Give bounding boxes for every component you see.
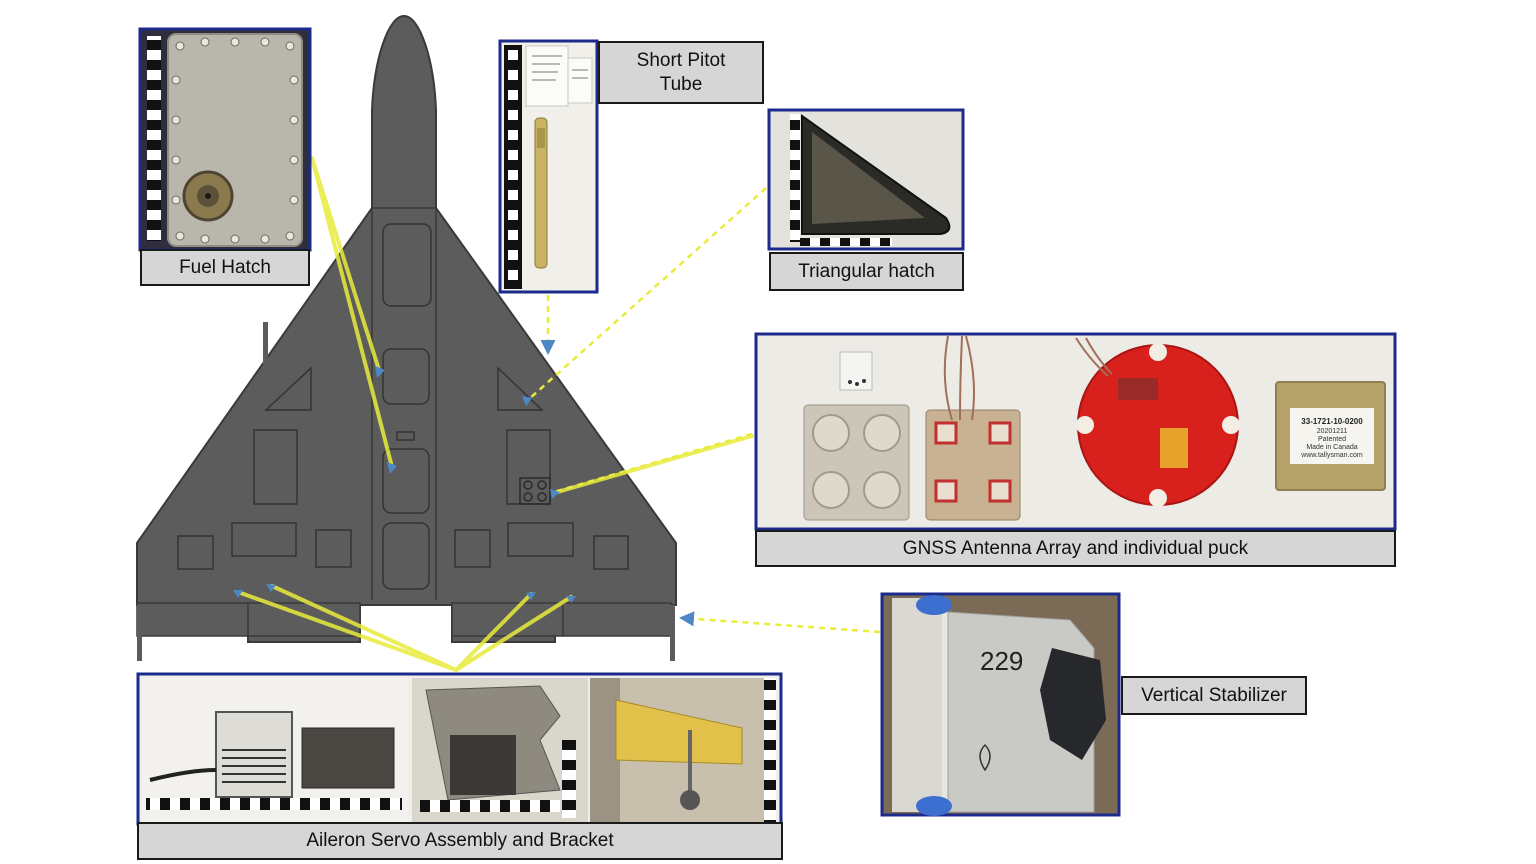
- winglet-right: [670, 605, 675, 661]
- gnss-tag-line1: 33-1721-10-0200: [1301, 417, 1363, 426]
- stabilizer-number: 229: [980, 646, 1023, 676]
- leader-aileron-2: [270, 584, 458, 672]
- gnss-tag-line5: www.tallysman.com: [1300, 452, 1363, 459]
- triangle-hatch-left: [264, 366, 312, 411]
- leader-fuel-hatch-b: [310, 156, 394, 469]
- gnss-tag-line3: Patented: [1318, 436, 1346, 443]
- aileron-right: [451, 602, 672, 637]
- leader-markers: [233, 366, 576, 603]
- label-aileron-servo: Aileron Servo Assembly and Bracket: [137, 822, 783, 860]
- antenna-mast: [263, 322, 268, 382]
- leader-aileron-4: [454, 595, 573, 672]
- hatch-center-small: [396, 431, 415, 441]
- leader-gnss: [552, 434, 754, 495]
- label-pitot-tube-line1: Short Pitot: [636, 49, 726, 71]
- gnss-position-marker: [519, 477, 551, 505]
- fuel-hatch-plate: [167, 33, 303, 247]
- panel-left-2: [231, 522, 297, 557]
- servo-body: [215, 711, 293, 798]
- panel-left-4: [315, 529, 352, 568]
- leader-aileron-3: [454, 592, 533, 672]
- leader-dashed: [527, 187, 881, 634]
- leader-lines: [236, 156, 754, 672]
- label-pitot-tube: Short Pitot Tube: [598, 41, 764, 104]
- pitot-tube-body: [534, 117, 548, 269]
- gnss-tag-line2: 20201211: [1317, 428, 1348, 435]
- leader-gnss-dashed: [553, 432, 753, 494]
- photo-triangular-hatch: [767, 108, 965, 251]
- panel-left-1: [253, 429, 298, 505]
- label-pitot-tube-line2: Tube: [659, 73, 703, 95]
- photo-vertical-stabilizer: 229: [880, 592, 1121, 817]
- servo-bracket: [301, 727, 395, 789]
- winglet-left: [137, 605, 142, 661]
- label-triangular-hatch-text: Triangular hatch: [798, 260, 935, 282]
- label-vertical-stabilizer: Vertical Stabilizer: [1121, 676, 1307, 715]
- panel-right-3: [593, 535, 629, 570]
- airframe-body: [136, 14, 677, 643]
- leader-aileron-1: [236, 590, 458, 672]
- label-fuel-hatch-text: Fuel Hatch: [179, 256, 271, 278]
- hatch-fuel-position: [382, 448, 430, 514]
- hatch-center-4: [382, 522, 430, 590]
- label-vertical-stabilizer-text: Vertical Stabilizer: [1141, 684, 1287, 706]
- photo-gnss-antenna: 33-1721-10-0200 20201211 Patented Made i…: [754, 332, 1397, 531]
- photo-pitot-tube: [498, 39, 599, 294]
- label-aileron-servo-text: Aileron Servo Assembly and Bracket: [306, 830, 614, 851]
- leader-triangular-hatch: [527, 187, 767, 401]
- panel-right-4: [454, 529, 491, 568]
- leader-vertical-stabilizer: [679, 611, 881, 634]
- triangle-hatch-right: [497, 366, 544, 411]
- hatch-center-2: [382, 348, 430, 405]
- gnss-tag-line4: Made in Canada: [1306, 444, 1357, 451]
- hatch-center-1: [382, 223, 432, 307]
- label-triangular-hatch: Triangular hatch: [769, 252, 964, 291]
- panel-left-3: [177, 535, 214, 570]
- label-gnss-text: GNSS Antenna Array and individual puck: [902, 537, 1249, 559]
- label-fuel-hatch: Fuel Hatch: [140, 249, 310, 286]
- photo-fuel-hatch: [138, 27, 312, 252]
- label-gnss: GNSS Antenna Array and individual puck: [755, 530, 1396, 567]
- panel-right-2: [507, 522, 574, 557]
- photo-aileron-servo: [136, 672, 783, 826]
